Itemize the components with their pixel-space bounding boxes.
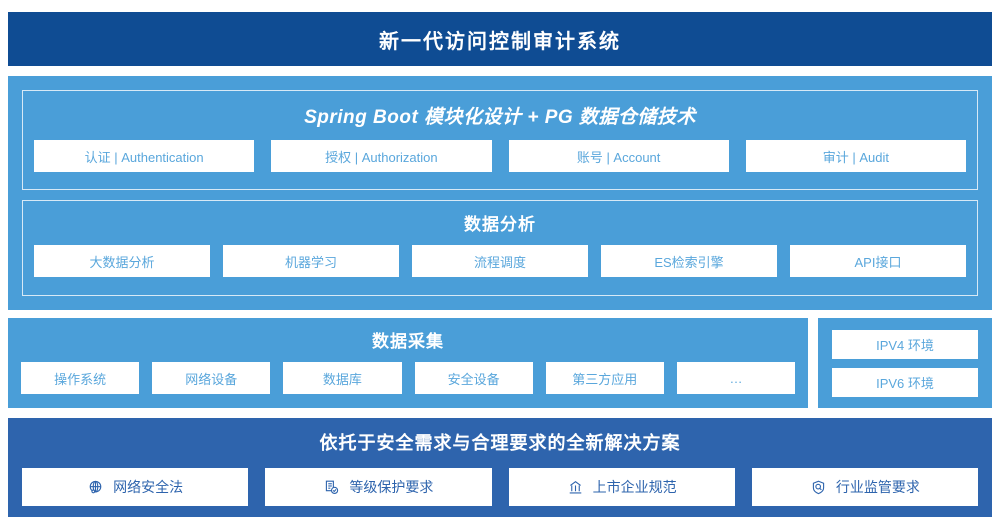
collection-chip-database[interactable]: 数据库	[283, 362, 402, 394]
compliance-chip-classified-protection[interactable]: 等级保护要求	[265, 468, 492, 506]
compliance-layer-panel: 依托于安全需求与合理要求的全新解决方案 网络安全法	[8, 418, 992, 517]
compliance-chip-label: 上市企业规范	[592, 479, 677, 495]
springboot-group: Spring Boot 模块化设计 + PG 数据仓储技术 认证 | Authe…	[22, 90, 978, 190]
analysis-chip-machine-learning[interactable]: 机器学习	[223, 245, 399, 277]
application-layer-panel: Spring Boot 模块化设计 + PG 数据仓储技术 认证 | Authe…	[8, 76, 992, 310]
shield-search-icon	[810, 479, 827, 496]
data-analysis-item-row: 大数据分析 机器学习 流程调度 ES检索引擎 API接口	[23, 245, 977, 277]
compliance-title: 依托于安全需求与合理要求的全新解决方案	[319, 433, 681, 453]
env-chip-ipv4[interactable]: IPV4 环境	[832, 329, 978, 359]
compliance-chip-label: 网络安全法	[113, 479, 184, 495]
analysis-chip-es-search-engine[interactable]: ES检索引擎	[601, 245, 777, 277]
module-chip-authorization[interactable]: 授权 | Authorization	[271, 140, 492, 172]
env-chip-ipv6[interactable]: IPV6 环境	[832, 367, 978, 397]
analysis-chip-api-interface[interactable]: API接口	[790, 245, 966, 277]
compliance-chip-industry-regulation[interactable]: 行业监管要求	[751, 468, 978, 506]
analysis-chip-process-scheduling[interactable]: 流程调度	[412, 245, 588, 277]
collection-chip-operating-system[interactable]: 操作系统	[21, 362, 140, 394]
page-title-bar: 新一代访问控制审计系统	[8, 12, 992, 66]
module-chip-audit[interactable]: 审计 | Audit	[745, 140, 966, 172]
module-chip-account[interactable]: 账号 | Account	[508, 140, 729, 172]
module-chip-authentication[interactable]: 认证 | Authentication	[34, 140, 255, 172]
ip-environment-panel: IPV4 环境 IPV6 环境	[818, 318, 992, 408]
data-collection-panel: 数据采集 操作系统 网络设备 数据库 安全设备 第三方应用 …	[8, 318, 808, 408]
collection-chip-third-party-app[interactable]: 第三方应用	[545, 362, 664, 394]
data-analysis-group: 数据分析 大数据分析 机器学习 流程调度 ES检索引擎 API接口	[22, 200, 978, 296]
analysis-chip-bigdata[interactable]: 大数据分析	[34, 245, 210, 277]
springboot-item-row: 认证 | Authentication 授权 | Authorization 账…	[23, 140, 977, 172]
compliance-chip-label: 等级保护要求	[349, 479, 434, 495]
page-title: 新一代访问控制审计系统	[379, 30, 621, 53]
compliance-item-row: 网络安全法 等级保护要求	[8, 468, 992, 506]
globe-network-icon	[87, 479, 104, 496]
collection-chip-more[interactable]: …	[676, 362, 796, 394]
compliance-chip-listed-company-norms[interactable]: 上市企业规范	[508, 468, 735, 506]
data-collection-title: 数据采集	[372, 332, 444, 351]
compliance-chip-label: 行业监管要求	[835, 479, 920, 495]
document-check-icon	[323, 479, 340, 496]
data-collection-item-row: 操作系统 网络设备 数据库 安全设备 第三方应用 …	[8, 362, 808, 394]
bank-building-icon	[567, 479, 584, 496]
compliance-group: 依托于安全需求与合理要求的全新解决方案 网络安全法	[8, 418, 992, 517]
collection-chip-security-device[interactable]: 安全设备	[414, 362, 533, 394]
collection-chip-network-device[interactable]: 网络设备	[152, 362, 271, 394]
data-collection-group: 数据采集 操作系统 网络设备 数据库 安全设备 第三方应用 …	[8, 318, 808, 408]
springboot-group-title: Spring Boot 模块化设计 + PG 数据仓储技术	[304, 107, 696, 128]
compliance-chip-cybersecurity-law[interactable]: 网络安全法	[22, 468, 249, 506]
data-analysis-group-title: 数据分析	[464, 215, 536, 234]
